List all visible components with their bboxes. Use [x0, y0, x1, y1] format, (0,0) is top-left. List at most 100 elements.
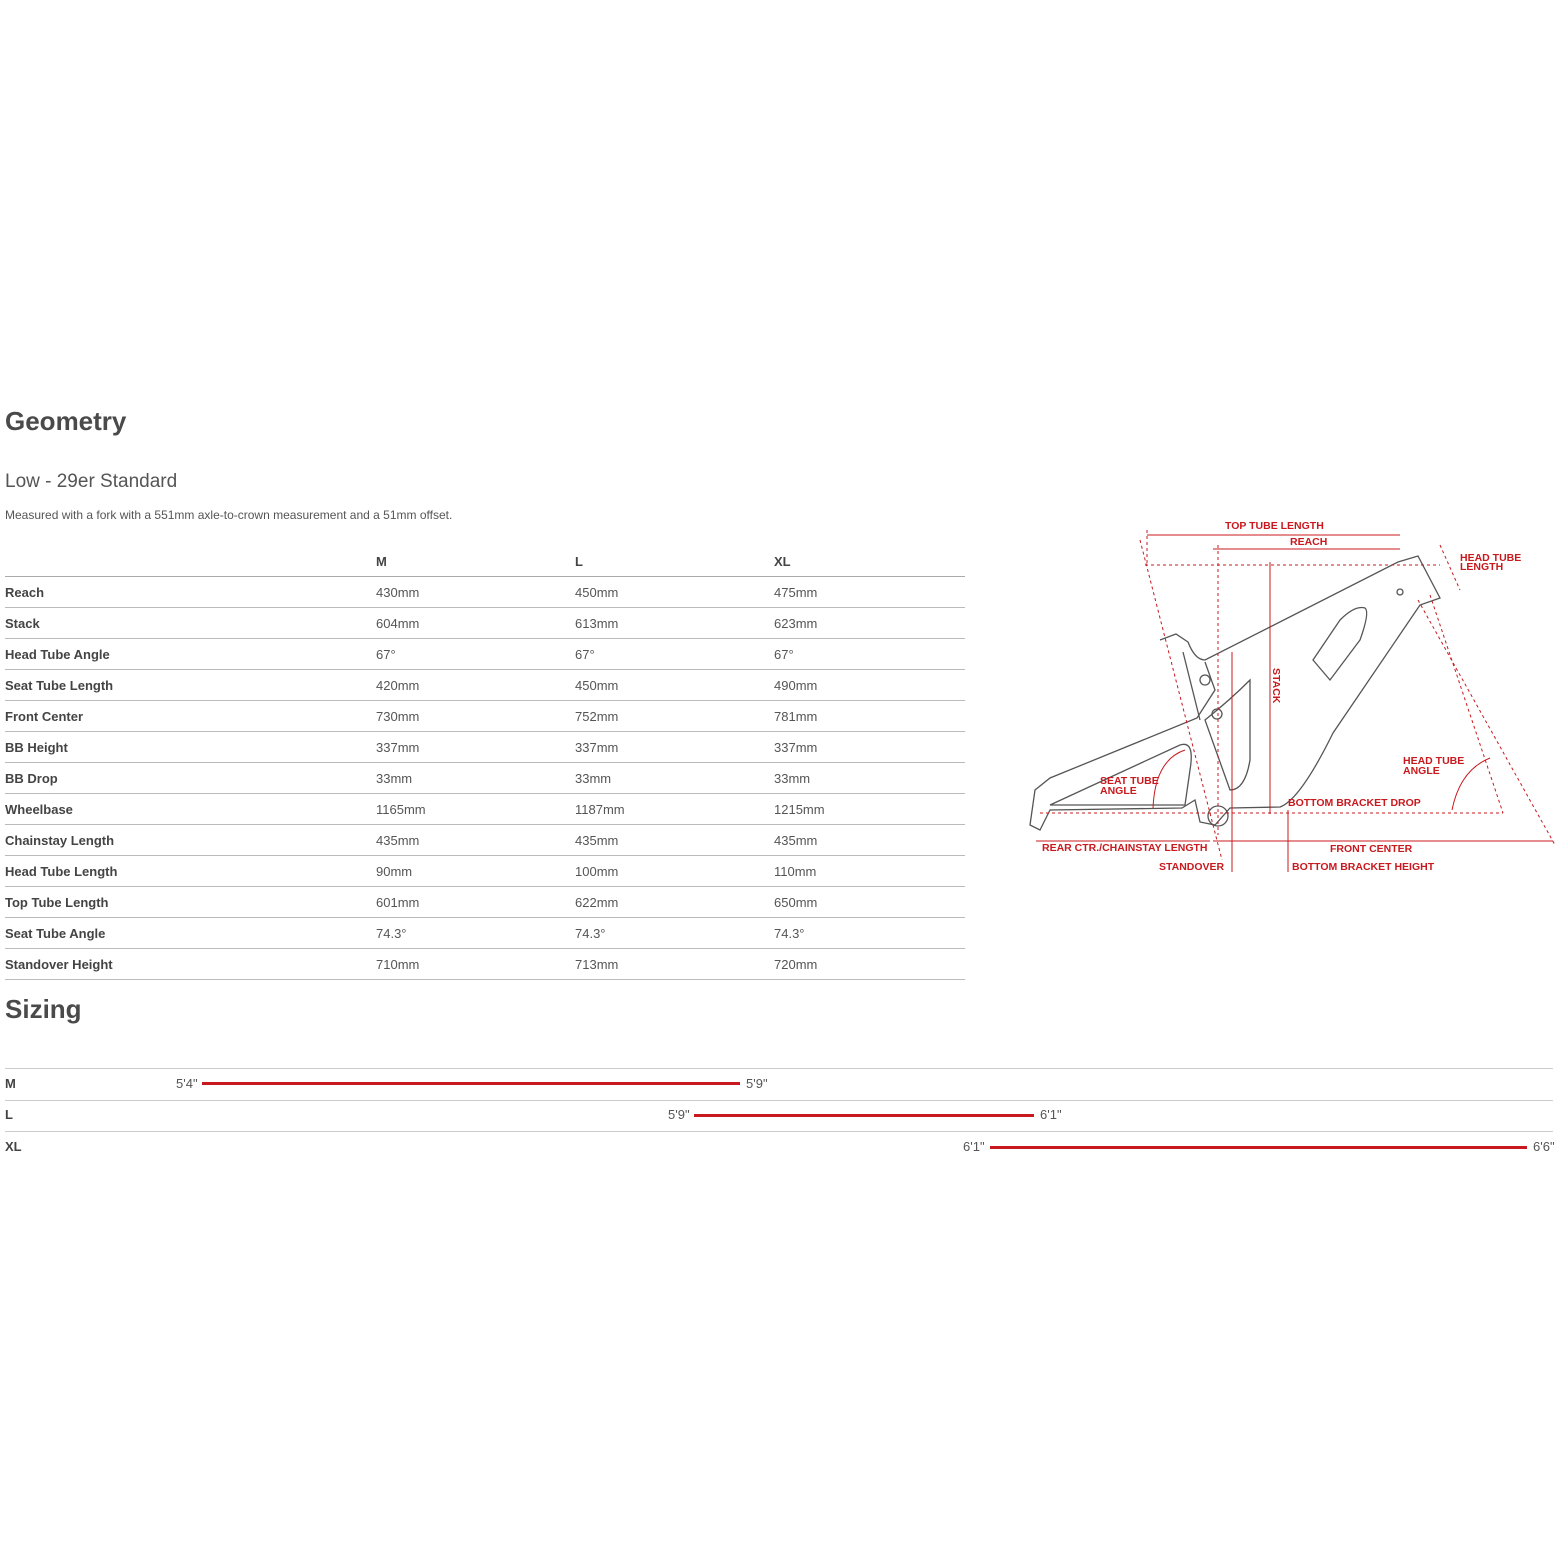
height-max: 5'9": [746, 1076, 768, 1091]
table-row: Wheelbase 1165mm 1187mm 1215mm: [5, 794, 965, 825]
geometry-note: Measured with a fork with a 551mm axle-t…: [5, 508, 453, 522]
cell-value: 337mm: [376, 740, 420, 755]
label-rear-center: REAR CTR./CHAINSTAY LENGTH: [1042, 842, 1207, 854]
cell-value: 450mm: [575, 585, 619, 600]
height-max: 6'1": [1040, 1107, 1062, 1122]
cell-value: 475mm: [774, 585, 818, 600]
row-label: Head Tube Angle: [5, 647, 110, 662]
cell-value: 67°: [376, 647, 396, 662]
table-row: Reach 430mm 450mm 475mm: [5, 577, 965, 608]
label-seat-tube-angle: SEAT TUBE: [1100, 775, 1159, 787]
table-row: BB Drop 33mm 33mm 33mm: [5, 763, 965, 794]
label-head-tube-angle-2: ANGLE: [1403, 765, 1440, 777]
size-label: XL: [5, 1139, 22, 1154]
table-header: M L XL: [5, 546, 965, 577]
row-label: Wheelbase: [5, 802, 73, 817]
cell-value: 337mm: [575, 740, 619, 755]
row-label: BB Height: [5, 740, 68, 755]
cell-value: 337mm: [774, 740, 818, 755]
label-seat-tube-angle-2: ANGLE: [1100, 785, 1137, 797]
sizing-heading: Sizing: [5, 994, 82, 1024]
geometry-heading: Geometry: [5, 406, 127, 436]
cell-value: 420mm: [376, 678, 420, 693]
cell-value: 622mm: [575, 895, 619, 910]
row-label: Head Tube Length: [5, 864, 118, 879]
cell-value: 74.3°: [376, 926, 407, 941]
row-label: Seat Tube Length: [5, 678, 114, 693]
cell-value: 720mm: [774, 957, 818, 972]
cell-value: 604mm: [376, 616, 420, 631]
cell-value: 74.3°: [575, 926, 606, 941]
table-row: BB Height 337mm 337mm 337mm: [5, 732, 965, 763]
label-reach: REACH: [1290, 536, 1327, 548]
height-range-bar: [694, 1114, 1034, 1117]
cell-value: 33mm: [376, 771, 413, 786]
cell-value: 490mm: [774, 678, 818, 693]
table-row: Front Center 730mm 752mm 781mm: [5, 701, 965, 732]
cell-value: 781mm: [774, 709, 818, 724]
cell-value: 435mm: [376, 833, 420, 848]
height-min: 5'9": [668, 1107, 690, 1122]
column-header-l: L: [575, 554, 583, 569]
table-row: Stack 604mm 613mm 623mm: [5, 608, 965, 639]
cell-value: 110mm: [774, 864, 817, 879]
cell-value: 450mm: [575, 678, 619, 693]
cell-value: 74.3°: [774, 926, 805, 941]
table-row: Chainstay Length 435mm 435mm 435mm: [5, 825, 965, 856]
cell-value: 33mm: [575, 771, 612, 786]
head-tube-angle-arc: [1451, 757, 1491, 811]
bike-frame-icon: [1029, 555, 1441, 831]
cell-value: 435mm: [774, 833, 818, 848]
row-label: Stack: [5, 616, 40, 631]
cell-value: 430mm: [376, 585, 420, 600]
label-bb-height: BOTTOM BRACKET HEIGHT: [1292, 861, 1435, 873]
cell-value: 33mm: [774, 771, 811, 786]
cell-value: 435mm: [575, 833, 619, 848]
label-head-tube-angle: HEAD TUBE: [1403, 755, 1464, 767]
height-max: 6'6": [1533, 1139, 1555, 1154]
cell-value: 1187mm: [575, 802, 625, 817]
cell-value: 67°: [575, 647, 595, 662]
row-label: Top Tube Length: [5, 895, 109, 910]
column-header-m: M: [376, 554, 387, 569]
table-row: Seat Tube Length 420mm 450mm 490mm: [5, 670, 965, 701]
cell-value: 623mm: [774, 616, 818, 631]
label-head-tube-length-2: LENGTH: [1460, 561, 1503, 573]
frame-geometry-diagram: TOP TUBE LENGTH REACH HEAD TUBE LENGTH S…: [1029, 520, 1556, 873]
seat-tube-angle-arc: [1152, 749, 1186, 809]
table-row: Top Tube Length 601mm 622mm 650mm: [5, 887, 965, 918]
geometry-subtitle: Low - 29er Standard: [5, 471, 178, 492]
height-range-bar: [202, 1082, 740, 1085]
cell-value: 1215mm: [774, 802, 825, 817]
height-range-bar: [990, 1146, 1527, 1149]
row-label: Reach: [5, 585, 45, 600]
table-row: Head Tube Angle 67° 67° 67°: [5, 639, 965, 670]
label-front-center: FRONT CENTER: [1330, 843, 1413, 855]
divider: [5, 1068, 1553, 1069]
cell-value: 730mm: [376, 709, 420, 724]
divider: [5, 1131, 1553, 1132]
cell-value: 90mm: [376, 864, 413, 879]
label-head-tube-length: HEAD TUBE: [1460, 552, 1521, 564]
label-standover: STANDOVER: [1159, 861, 1225, 873]
height-min: 6'1": [963, 1139, 985, 1154]
size-label: M: [5, 1076, 16, 1091]
cell-value: 1165mm: [376, 802, 426, 817]
divider: [5, 1100, 1553, 1101]
row-label: Seat Tube Angle: [5, 926, 106, 941]
cell-value: 67°: [774, 647, 794, 662]
label-stack: STACK: [1270, 668, 1282, 704]
cell-value: 650mm: [774, 895, 818, 910]
cell-value: 752mm: [575, 709, 619, 724]
cell-value: 601mm: [376, 895, 420, 910]
cell-value: 710mm: [376, 957, 420, 972]
row-label: Front Center: [5, 709, 83, 724]
row-label: BB Drop: [5, 771, 58, 786]
row-label: Chainstay Length: [5, 833, 115, 848]
label-bb-drop: BOTTOM BRACKET DROP: [1288, 797, 1421, 809]
cell-value: 613mm: [575, 616, 619, 631]
size-label: L: [5, 1107, 13, 1122]
